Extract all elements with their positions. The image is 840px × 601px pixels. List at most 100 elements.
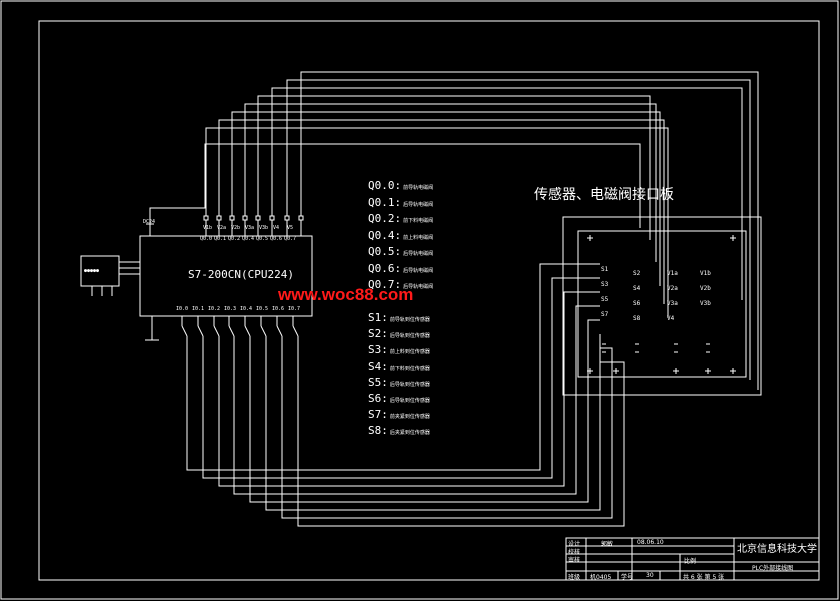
- input-switches: [145, 316, 299, 346]
- input-switch: [181, 325, 188, 337]
- common-wire: [149, 143, 641, 228]
- output-wire: [271, 87, 743, 300]
- output-code-label: Q0.2: [228, 236, 241, 242]
- input-switch: [213, 325, 220, 337]
- output-wire: [286, 79, 751, 380]
- interface-board-outer: [562, 216, 762, 396]
- sensor-code: S2:: [368, 327, 388, 341]
- terminal-cap: [269, 215, 275, 221]
- input-wire: [233, 305, 600, 495]
- tb-designer: 郭敏: [601, 541, 614, 548]
- tb-row-check: 校核: [568, 549, 581, 556]
- output-wire: [244, 103, 657, 262]
- terminal-cap: [229, 215, 235, 221]
- board-corner-marks: [587, 235, 736, 374]
- input-wire: [186, 263, 600, 471]
- terminal-cap: [284, 215, 290, 221]
- output-legend-item: Q0.7:后导轨电磁阀: [368, 278, 433, 291]
- supply-label: DC24: [143, 219, 156, 225]
- sensor-code: S8:: [368, 424, 388, 438]
- output-legend-item: Q0.6:后导轨电磁阀: [368, 262, 433, 275]
- board-valve-label: V2b: [700, 285, 711, 292]
- top-terminal-label: V2b: [231, 225, 241, 231]
- sensor-description: 后夹紧到位传感器: [389, 430, 430, 437]
- input-switch: [292, 325, 299, 337]
- tb-scale-label: 比例: [684, 558, 697, 565]
- sensor-legend-item: S8:后夹紧到位传感器: [368, 424, 430, 437]
- title-block: [565, 537, 820, 581]
- tb-row-class: 班级: [568, 574, 581, 581]
- board-pin-label: S1: [601, 266, 609, 273]
- output-description: 前上料电磁阀: [403, 234, 434, 241]
- tb-date: 08.06.10: [637, 539, 664, 546]
- output-description: 后导轨电磁阀: [403, 201, 434, 208]
- tb-class: 机0405: [590, 574, 612, 581]
- top-terminal-label: V3b: [259, 225, 269, 231]
- sensor-description: 前上料到位传感器: [389, 349, 430, 356]
- input-wire: [249, 319, 600, 503]
- output-legend-item: Q0.2:前下料电磁阀: [368, 212, 433, 225]
- sensor-code: S7:: [368, 408, 388, 422]
- terminal-cap: [298, 215, 304, 221]
- sensor-code: S4:: [368, 359, 388, 373]
- watermark: www.woc88.com: [278, 285, 414, 304]
- input-wire: [202, 277, 600, 479]
- board-valve-label: V3a: [667, 300, 678, 307]
- output-description: 后导轨电磁阀: [403, 284, 434, 290]
- input-switch: [244, 325, 251, 337]
- input-wire: [281, 346, 613, 519]
- board-pin-label: S3: [601, 281, 609, 288]
- board-valve-label: V1b: [700, 270, 711, 277]
- output-code-label: Q0.1: [214, 236, 227, 242]
- output-description: 后导轨电磁阀: [403, 267, 434, 274]
- board-valve-label: V4: [667, 315, 675, 322]
- output-description: 后导轨电磁阀: [403, 251, 434, 257]
- output-wire: [257, 95, 651, 240]
- top-terminal-label: V4: [273, 225, 280, 231]
- input-wire: [218, 291, 600, 487]
- sensor-description: 前导轨到位传感器: [389, 317, 430, 323]
- output-wire-loops: [149, 71, 759, 390]
- sensor-legend-item: S3:前上料到位传感器: [368, 343, 430, 356]
- input-code-label: I0.5: [256, 306, 269, 312]
- power-module: [80, 255, 120, 287]
- output-legend-item: Q0.5:后导轨电磁阀: [368, 245, 433, 258]
- input-code-label: I0.7: [288, 306, 301, 312]
- power-module-label: ●●●●●: [84, 268, 100, 274]
- tb-sheet-info: 共 6 张 第 5 张: [683, 574, 725, 581]
- terminal-cap: [242, 215, 248, 221]
- input-switch: [197, 325, 204, 337]
- sensor-description: 后导轨到位传感器: [389, 333, 430, 340]
- sensor-description: 前下料到位传感器: [389, 365, 430, 372]
- terminal-cap: [255, 215, 261, 221]
- output-legend-item: Q0.4:前上料电磁阀: [368, 229, 433, 242]
- input-code-label: I0.2: [208, 306, 221, 312]
- output-code: Q0.2:: [368, 212, 402, 225]
- output-code-label: Q0.7: [284, 236, 297, 242]
- top-terminal-label: V1b: [203, 225, 213, 231]
- input-wire: [265, 334, 601, 511]
- plc-model-label: S7-200CN(CPU224): [188, 268, 294, 281]
- sensor-code: S1:: [368, 311, 388, 324]
- sensor-description: 后导轨到位传感器: [389, 398, 430, 404]
- output-wire: [231, 111, 661, 286]
- board-pin-label: S8: [633, 315, 641, 322]
- sensor-legend-item: S2:后导轨到位传感器: [368, 327, 430, 340]
- plc-body: [139, 235, 313, 317]
- board-valve-label: V2a: [667, 285, 678, 292]
- board-valve-label: V3b: [700, 300, 711, 307]
- sensor-legend-item: S5:后导轨到位传感器: [368, 376, 430, 389]
- board-pin-label: S5: [601, 296, 609, 303]
- output-code: Q0.7:: [368, 278, 402, 291]
- sensor-legend-item: S6:后导轨到位传感器: [368, 392, 430, 405]
- output-code: Q0.5:: [368, 245, 402, 258]
- input-code-label: I0.3: [224, 306, 237, 312]
- input-switch: [228, 325, 235, 337]
- tb-row-review: 审核: [568, 557, 581, 564]
- output-code-label: Q0.5: [256, 236, 269, 242]
- output-code-label: Q0.0: [200, 236, 213, 242]
- output-wire: [205, 127, 669, 318]
- output-code: Q0.6:: [368, 261, 402, 275]
- board-pin-label: S2: [633, 270, 641, 277]
